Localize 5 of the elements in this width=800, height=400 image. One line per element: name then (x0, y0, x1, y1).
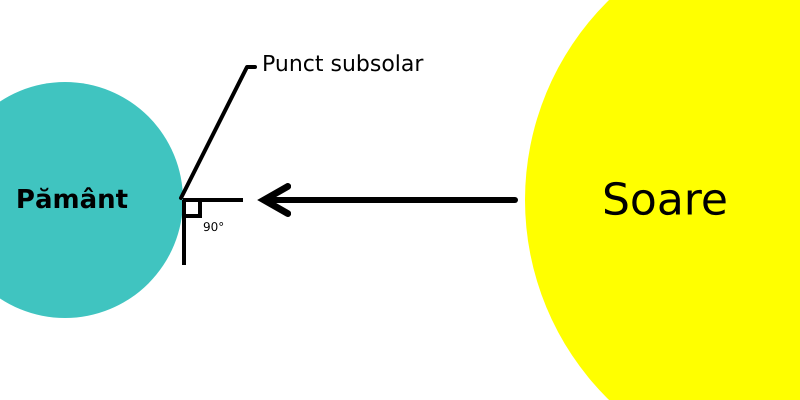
angle-label: 90° (203, 220, 224, 234)
leader-line (179, 65, 257, 200)
sun-label: Soare (602, 174, 728, 226)
planet-label: Pământ (16, 185, 128, 215)
callout-label: Punct subsolar (262, 52, 424, 77)
